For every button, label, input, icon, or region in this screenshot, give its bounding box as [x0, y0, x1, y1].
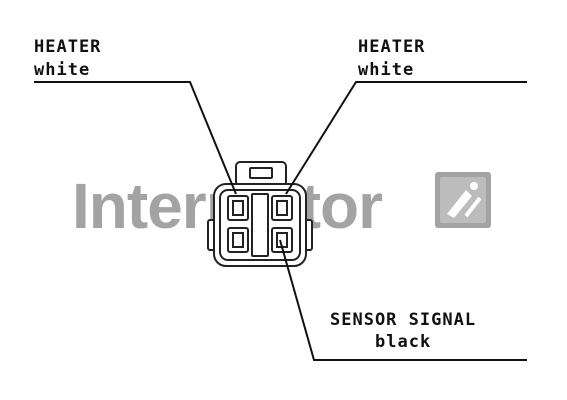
pin-heater-left	[227, 195, 249, 221]
pin-detail	[276, 232, 288, 248]
leader-lines	[34, 81, 527, 361]
label-sensor-signal-title: SENSOR SIGNAL	[330, 310, 476, 330]
intermotor-logo-icon	[435, 172, 491, 228]
pin-heater-right	[271, 195, 293, 221]
label-heater-left-color: white	[34, 60, 90, 80]
leader-heater-left	[34, 81, 237, 195]
connector-divider	[251, 193, 269, 257]
pin-detail	[232, 200, 244, 216]
labels: HEATER white HEATER white SENSOR SIGNAL …	[34, 37, 476, 352]
pin-detail	[276, 200, 288, 216]
label-heater-left-title: HEATER	[34, 37, 101, 57]
label-sensor-signal-color: black	[375, 332, 431, 352]
label-heater-right-title: HEATER	[358, 37, 425, 57]
connector	[207, 161, 313, 267]
pin-detail	[232, 232, 244, 248]
connector-inner	[219, 189, 301, 261]
pin-bottom-left	[227, 227, 249, 253]
label-heater-right-color: white	[358, 60, 414, 80]
leader-heater-right	[285, 81, 527, 195]
connector-latch-slot	[249, 167, 273, 179]
leader-sensor-signal	[279, 239, 527, 361]
